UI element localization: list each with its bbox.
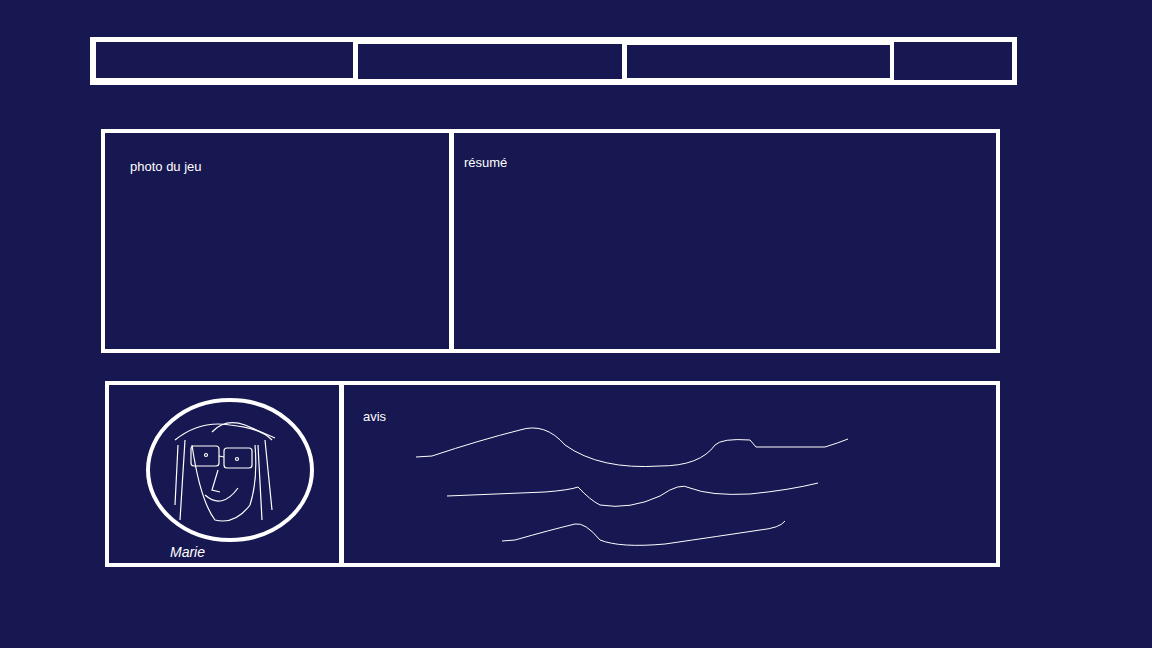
- scribble-line: [502, 521, 785, 545]
- glasses: [224, 448, 252, 468]
- nav-tab: [894, 42, 1012, 80]
- eye: [205, 454, 208, 457]
- panel-label: résumé: [464, 155, 507, 171]
- nav-frame: [90, 37, 1017, 85]
- nav-tab: [627, 45, 890, 78]
- panel-label: avis: [363, 409, 386, 425]
- avatar-panel: Marie: [105, 381, 343, 567]
- signature-text: Marie: [170, 544, 205, 560]
- hair: [212, 423, 275, 438]
- nav-tab: [96, 42, 353, 78]
- nav-bar: [90, 37, 1017, 85]
- nose: [212, 470, 220, 492]
- face-outline: [192, 445, 256, 521]
- eye: [236, 458, 239, 461]
- glasses: [191, 446, 219, 466]
- photo-panel: photo du jeu: [101, 129, 453, 353]
- panel-label: photo du jeu: [130, 159, 202, 175]
- avatar-circle: [148, 400, 312, 540]
- scribble-line: [416, 428, 848, 467]
- hair: [175, 424, 272, 440]
- glasses: [219, 456, 224, 457]
- nav-tab: [358, 44, 622, 79]
- scribble-line: [447, 483, 818, 506]
- summary-panel: résumé: [450, 129, 1000, 353]
- hair: [175, 440, 272, 520]
- mouth: [205, 488, 238, 501]
- review-panel: avis: [340, 381, 1000, 567]
- avatar-face: [148, 400, 312, 540]
- review-scribble: [416, 428, 848, 545]
